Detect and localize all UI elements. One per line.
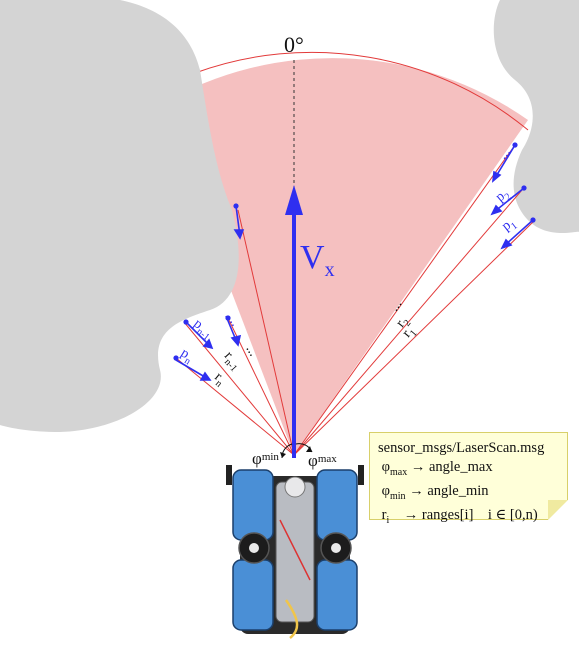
note-folded-corner [548,500,568,520]
left-point-arrows [173,203,245,381]
left-obstacle [0,0,239,432]
note-row-angle-max: φmax → angle_max [381,459,493,478]
ray-mid-right [293,144,516,456]
ray-r-n1 [183,321,295,456]
label-p-2: p2 [493,186,514,208]
note-row-angle-min: φmin → angle_min [381,482,489,502]
velocity-arrow-head [285,185,303,215]
velocity-label: Vx [300,239,335,281]
phi-min-label: φmin [252,449,279,468]
zero-angle-label: 0° [284,32,304,57]
range-rays [175,144,534,456]
label-p-n: pn [176,346,196,368]
scan-fan [160,58,528,455]
ray-r-1 [293,221,534,456]
note-title: sensor_msgs/LaserScan.msg [378,440,545,456]
ray-mid-left-2 [237,209,295,456]
phi-min-arrowhead [280,452,286,458]
label-p-1: p1 [499,215,520,237]
label-p-n1: pn-1 [189,316,216,343]
ray-r-2 [293,189,523,456]
note-row-ranges: ri → ranges[i] i ∈ [0,n) [381,506,538,526]
scan-fan-arc [194,51,529,131]
rov-robot [226,465,364,639]
phi-max-label: φmax [308,451,337,470]
right-point-arrows [490,142,536,250]
laserscan-note: sensor_msgs/LaserScan.msg φmax → angle_m… [369,432,568,526]
label-p-dots-left: ... [225,313,243,330]
right-obstacle [493,0,579,233]
phi-max-arrowhead [306,446,312,452]
ray-r-n [175,357,295,456]
